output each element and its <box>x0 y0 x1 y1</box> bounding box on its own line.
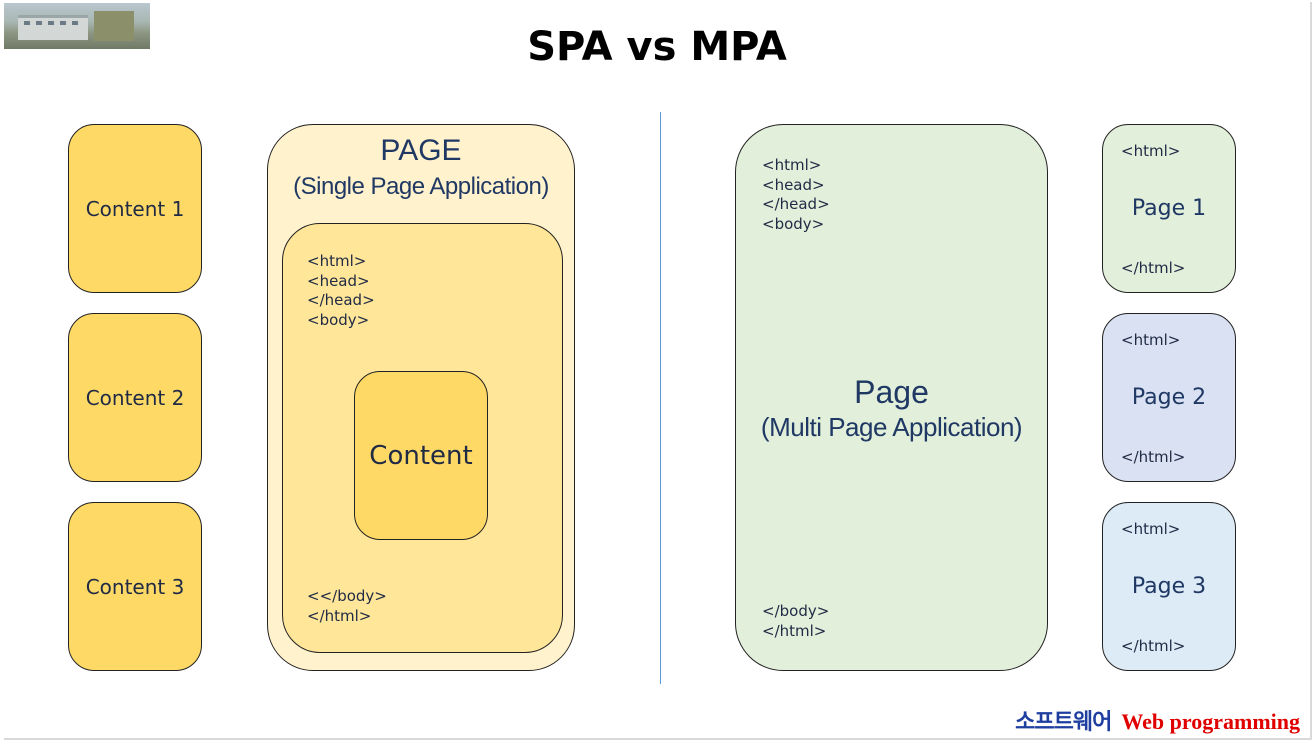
mpa-page <box>735 124 1048 671</box>
page-1-open-tag: <html> <box>1121 142 1181 160</box>
mpa-code-bottom: </body></html> <box>762 602 829 641</box>
page-2-open-tag: <html> <box>1121 331 1181 349</box>
page-3-label: Page 3 <box>1131 574 1207 599</box>
page-box-1 <box>1102 124 1236 293</box>
code-line: </html> <box>307 606 372 625</box>
content-box-1: Content 1 <box>68 124 202 293</box>
brand-footer: 소프트웨어 Web programming <box>1015 704 1300 736</box>
code-line: <head> <box>762 175 825 194</box>
code-line: </head> <box>762 195 830 213</box>
mpa-code-top: <html><head></head><body> <box>762 156 830 234</box>
content-label: Content 3 <box>85 574 185 599</box>
campus-photo-thumbnail <box>4 3 150 49</box>
code-line: </head> <box>307 291 375 309</box>
inner-content-label: Content <box>369 440 473 471</box>
slide <box>4 2 1312 740</box>
page-2-close-tag: </html> <box>1121 448 1186 466</box>
spa-inner-content: Content <box>354 371 488 540</box>
content-label: Content 2 <box>85 385 185 410</box>
page-2-label: Page 2 <box>1131 385 1207 410</box>
page-3-open-tag: <html> <box>1121 520 1181 538</box>
brand-english: Web programming <box>1121 709 1300 734</box>
spa-code-top: <html><head></head><body> <box>307 252 375 330</box>
code-line: <body> <box>762 214 825 233</box>
mpa-page-title: Page <box>854 374 929 410</box>
page-3-close-tag: </html> <box>1121 637 1186 655</box>
code-line: </body> <box>762 602 830 620</box>
code-line: <html> <box>307 252 367 270</box>
brand-korean: 소프트웨어 <box>1015 710 1112 735</box>
page-1-label: Page 1 <box>1131 196 1207 221</box>
code-line: </html> <box>762 621 827 640</box>
code-line: <html> <box>762 156 822 174</box>
spa-code-bottom: <</body></html> <box>307 587 387 626</box>
slide-title: SPA vs MPA <box>527 24 787 70</box>
page-box-2 <box>1102 313 1236 482</box>
page-1-close-tag: </html> <box>1121 259 1186 277</box>
code-line: <head> <box>307 271 370 290</box>
spa-page-title: PAGE <box>380 134 462 167</box>
mpa-page-subtitle: (Multi Page Application) <box>760 412 1023 442</box>
content-box-2: Content 2 <box>68 313 202 482</box>
spa-page-subtitle: (Single Page Application) <box>293 173 549 200</box>
content-label: Content 1 <box>85 196 185 221</box>
code-line: <</body> <box>307 587 387 605</box>
page-box-3 <box>1102 502 1236 671</box>
center-divider <box>660 112 661 684</box>
content-box-3: Content 3 <box>68 502 202 671</box>
code-line: <body> <box>307 310 370 329</box>
